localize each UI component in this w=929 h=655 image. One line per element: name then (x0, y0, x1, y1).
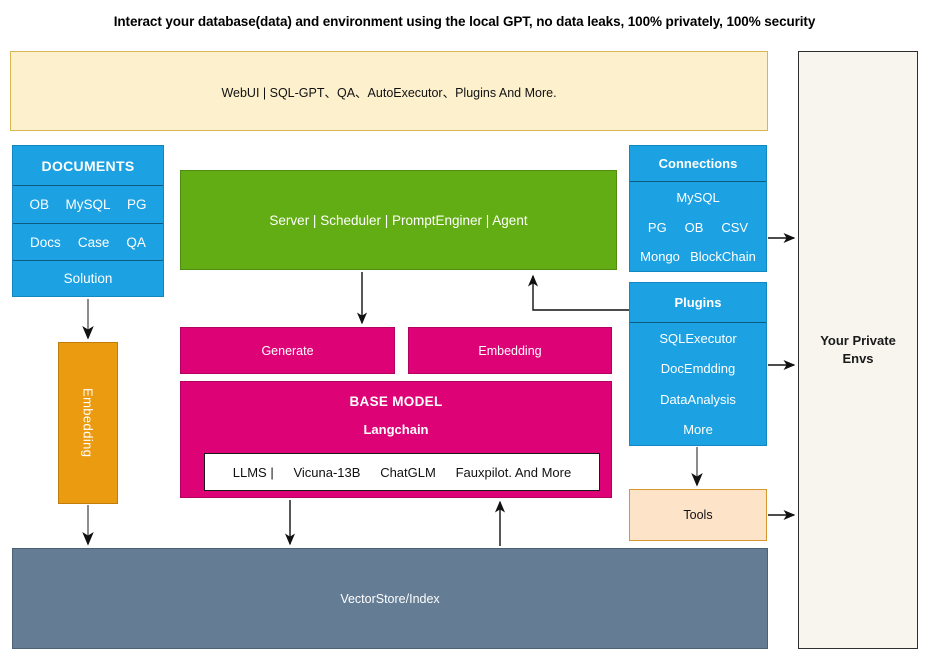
documents-kind-case[interactable]: Case (77, 234, 110, 250)
vectorstore-box[interactable]: VectorStore/Index (12, 548, 768, 649)
llm-chatglm[interactable]: ChatGLM (380, 464, 436, 480)
connection-blockchain[interactable]: BlockChain (690, 248, 756, 264)
connection-mongo[interactable]: Mongo (640, 248, 680, 264)
llms-label: LLMS | (232, 464, 274, 480)
documents-databases-row: OB MySQL PG (13, 185, 163, 223)
documents-db-ob[interactable]: OB (29, 197, 49, 213)
connection-csv[interactable]: CSV (721, 219, 749, 235)
private-envs-line2: Envs (842, 351, 874, 366)
webui-banner[interactable]: WebUI | SQL-GPT、QA、AutoExecutor、Plugins … (10, 51, 768, 131)
plugin-dataanalysis[interactable]: DataAnalysis (660, 391, 736, 407)
embedding-center-label: Embedding (478, 343, 542, 358)
connections-header: Connections (658, 155, 738, 171)
documents-panel[interactable]: DOCUMENTS OB MySQL PG Docs Case QA Solut… (12, 145, 164, 297)
connections-row-3: Mongo BlockChain (630, 242, 766, 271)
page-title: Interact your database(data) and environ… (113, 14, 816, 29)
connections-panel[interactable]: Connections MySQL PG OB CSV Mongo BlockC… (629, 145, 767, 272)
vectorstore-label: VectorStore/Index (340, 591, 440, 606)
plugin-sqlexecutor[interactable]: SQLExecutor (630, 322, 766, 353)
plugins-header: Plugins (674, 295, 722, 311)
private-envs-line1: Your Private (820, 333, 896, 349)
arrow-plugins-to-server (527, 274, 629, 311)
connections-row-1: MySQL (630, 180, 766, 213)
connection-pg[interactable]: PG (647, 219, 667, 235)
documents-kinds-row: Docs Case QA (13, 222, 163, 261)
base-model-title: BASE MODEL (349, 394, 443, 409)
plugin-docemdding[interactable]: DocEmdding (660, 361, 736, 377)
embedding-center-box[interactable]: Embedding (408, 327, 612, 374)
embedding-left-box[interactable]: Embedding (58, 342, 118, 504)
documents-kind-qa[interactable]: QA (126, 234, 146, 250)
webui-label: WebUI | SQL-GPT、QA、AutoExecutor、Plugins … (221, 85, 557, 100)
llms-row[interactable]: LLMS | Vicuna-13B ChatGLM Fauxpilot. And… (204, 453, 600, 491)
private-envs-panel[interactable]: Your Private Envs (798, 51, 918, 649)
documents-solution-row[interactable]: Solution (13, 260, 163, 296)
documents-db-mysql[interactable]: MySQL (65, 197, 111, 213)
llm-vicuna[interactable]: Vicuna-13B (293, 464, 361, 480)
connection-ob[interactable]: OB (684, 219, 704, 235)
base-model-framework: Langchain (363, 422, 429, 437)
documents-db-pg[interactable]: PG (126, 197, 147, 213)
documents-header: DOCUMENTS (41, 157, 135, 174)
server-label: Server | Scheduler | PromptEnginer | Age… (269, 212, 528, 228)
generate-box[interactable]: Generate (180, 327, 395, 374)
tools-label: Tools (683, 508, 713, 522)
plugins-panel[interactable]: Plugins SQLExecutor DocEmdding DataAnaly… (629, 282, 767, 446)
connections-row-2: PG OB CSV (630, 213, 766, 242)
connection-mysql[interactable]: MySQL (676, 189, 720, 205)
llm-fauxpilot[interactable]: Fauxpilot. And More (455, 464, 572, 480)
documents-kind-docs[interactable]: Docs (30, 234, 61, 250)
embedding-left-label: Embedding (80, 388, 96, 458)
tools-box[interactable]: Tools (629, 489, 767, 541)
server-bar[interactable]: Server | Scheduler | PromptEnginer | Age… (180, 170, 617, 270)
generate-label: Generate (261, 343, 314, 358)
plugin-more[interactable]: More (683, 422, 713, 438)
